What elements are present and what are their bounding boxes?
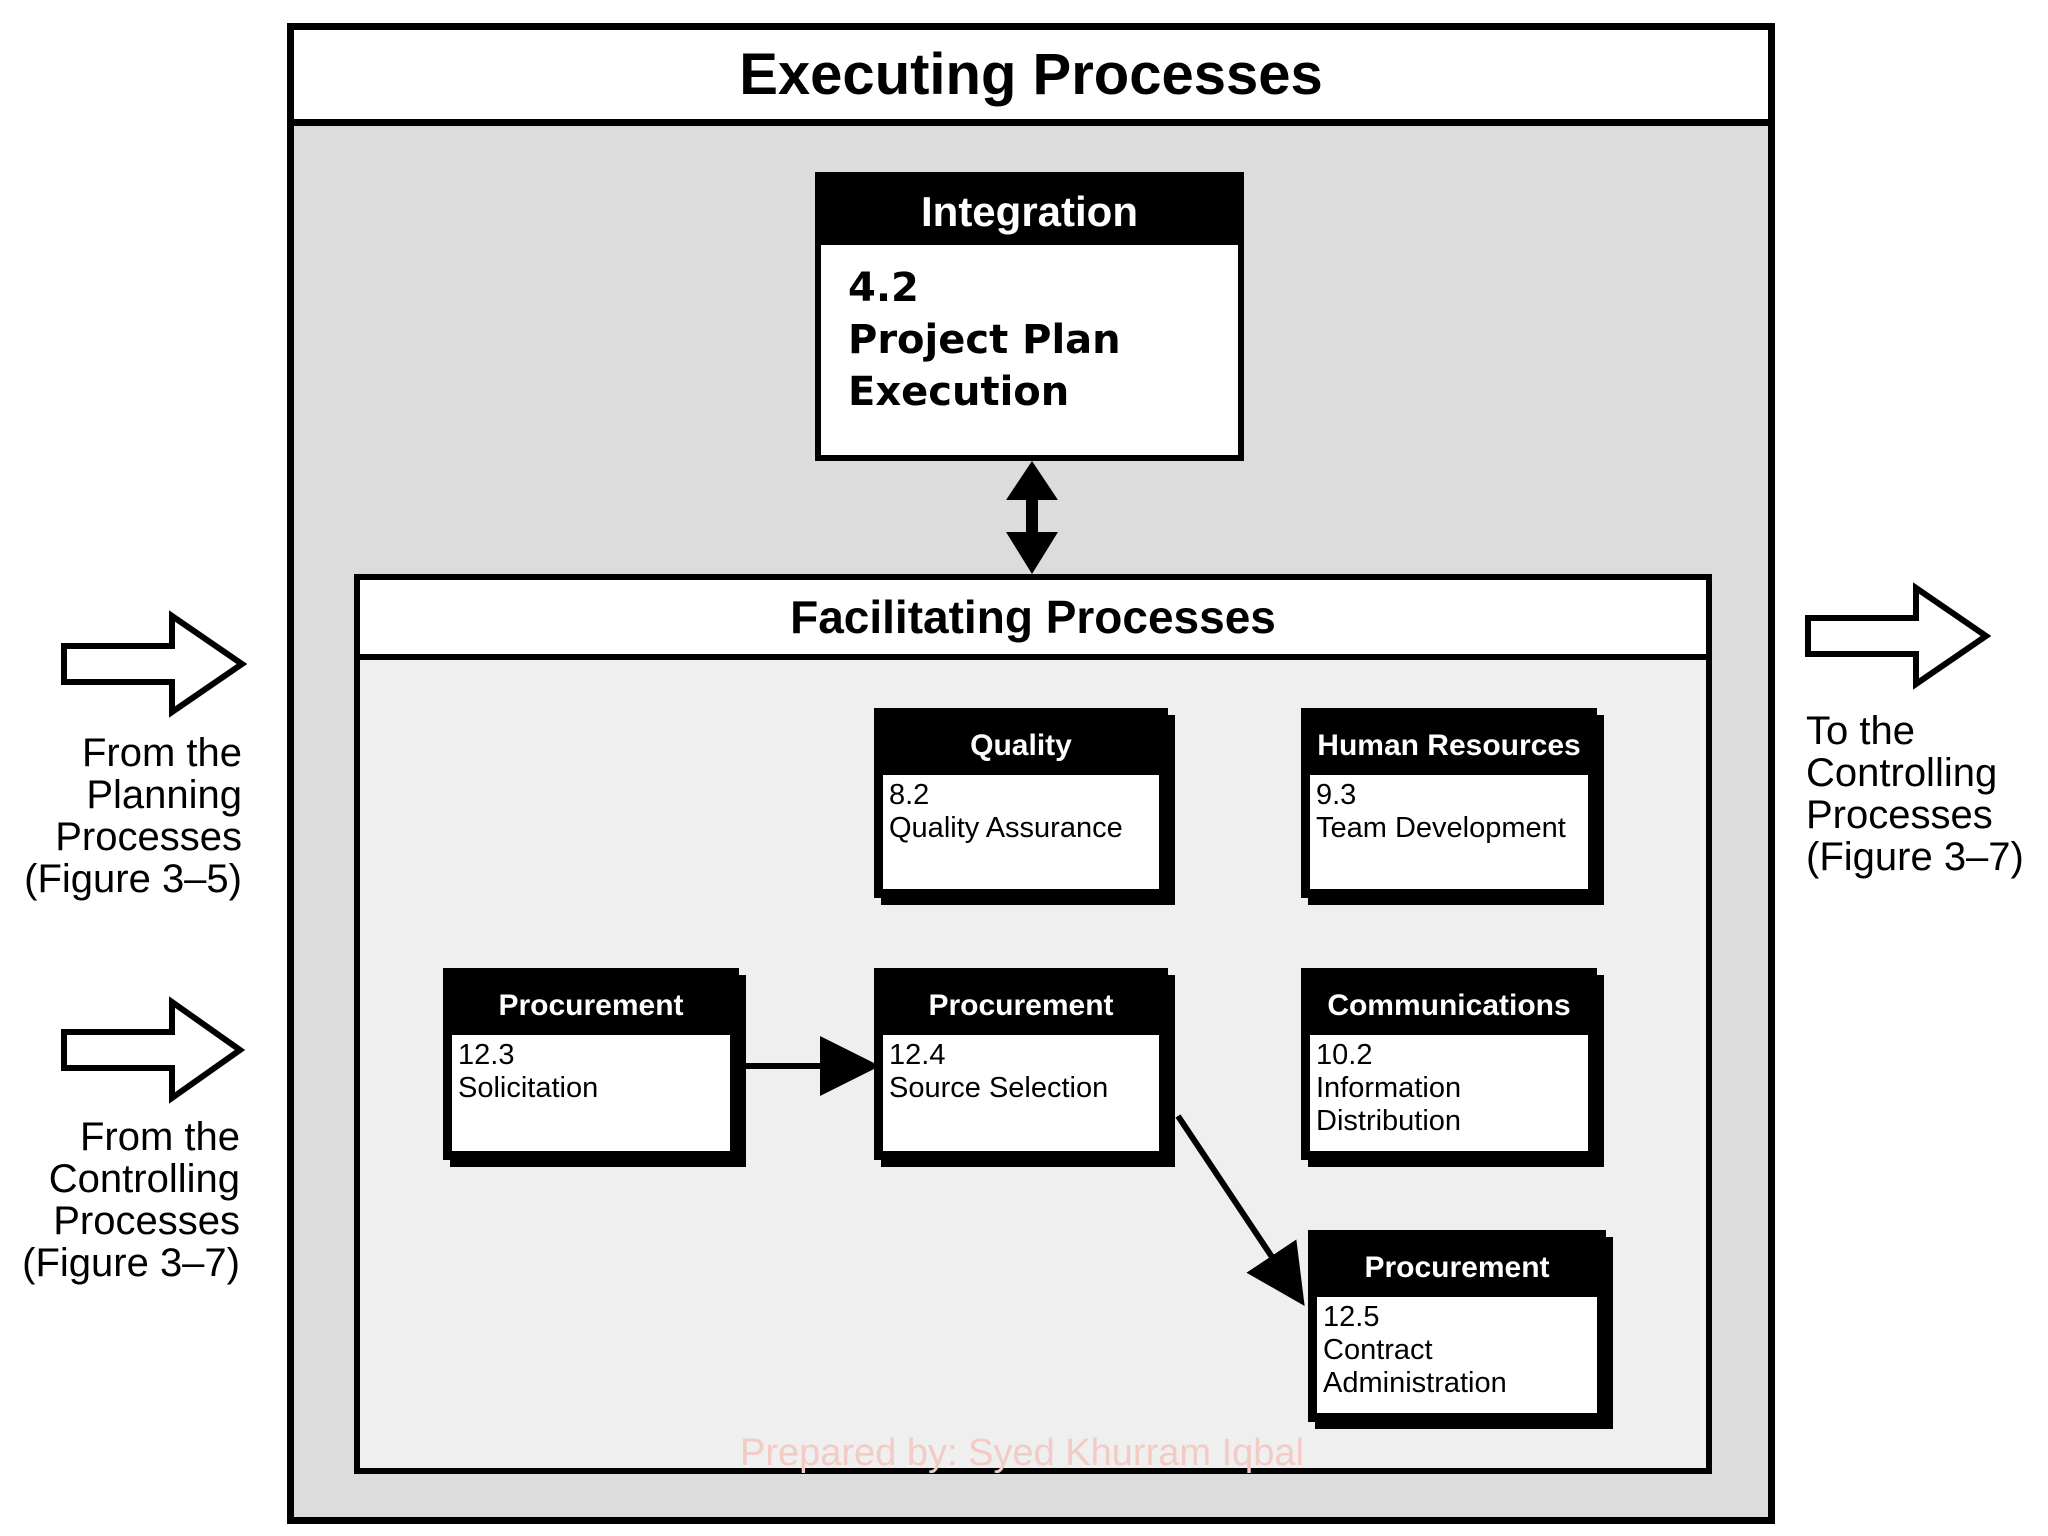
planning-input-arrow-icon xyxy=(61,610,248,718)
planning-label-line3: Processes xyxy=(55,815,242,859)
output-label-line1: To the xyxy=(1806,709,1915,753)
hr-name: Team Development xyxy=(1316,812,1566,844)
hr-body: 9.3 Team Development xyxy=(1316,779,1584,845)
controlling-input-line3: Processes xyxy=(53,1199,240,1243)
output-label-line4: (Figure 3–7) xyxy=(1806,835,2024,879)
contract-header: Procurement xyxy=(1317,1239,1597,1297)
comms-body: 10.2 Information Distribution xyxy=(1316,1039,1584,1138)
comms-name-line2: Distribution xyxy=(1316,1105,1462,1137)
quality-assurance-box: Quality 8.2 Quality Assurance xyxy=(874,708,1168,898)
quality-header: Quality xyxy=(883,717,1159,775)
controlling-input-line2: Controlling xyxy=(48,1157,240,1201)
facilitating-processes-title: Facilitating Processes xyxy=(360,580,1706,660)
information-distribution-box: Communications 10.2 Information Distribu… xyxy=(1301,968,1597,1160)
comms-header: Communications xyxy=(1310,977,1588,1035)
contract-number: 12.5 xyxy=(1323,1301,1380,1333)
contract-body: 12.5 Contract Administration xyxy=(1323,1301,1593,1400)
contract-administration-box: Procurement 12.5 Contract Administration xyxy=(1308,1230,1606,1422)
controlling-output-label: To the Controlling Processes (Figure 3–7… xyxy=(1806,710,2046,878)
watermark-text: Prepared by: Syed Khurram Iqbal xyxy=(740,1432,1304,1474)
source-name: Source Selection xyxy=(889,1072,1109,1104)
solicitation-number: 12.3 xyxy=(458,1039,515,1071)
integration-name-line2: Execution xyxy=(848,369,1070,415)
quality-body: 8.2 Quality Assurance xyxy=(889,779,1155,845)
solicitation-body: 12.3 Solicitation xyxy=(458,1039,726,1105)
integration-body: 4.2 Project Plan Execution xyxy=(848,262,1218,418)
solicitation-name: Solicitation xyxy=(458,1072,599,1104)
controlling-input-line1: From the xyxy=(79,1115,240,1159)
integration-number: 4.2 xyxy=(848,265,919,311)
executing-processes-title: Executing Processes xyxy=(294,30,1768,126)
source-number: 12.4 xyxy=(889,1039,946,1071)
source-body: 12.4 Source Selection xyxy=(889,1039,1155,1105)
output-label-line3: Processes xyxy=(1806,793,1993,837)
integration-header: Integration xyxy=(821,178,1238,245)
planning-label-line4: (Figure 3–5) xyxy=(24,857,242,901)
controlling-output-arrow-icon xyxy=(1805,582,1992,690)
planning-input-label: From the Planning Processes (Figure 3–5) xyxy=(10,732,242,900)
quality-name: Quality Assurance xyxy=(889,812,1123,844)
contract-name-line2: Administration xyxy=(1323,1367,1507,1399)
hr-number: 9.3 xyxy=(1316,779,1357,811)
comms-name-line1: Information xyxy=(1316,1072,1462,1104)
quality-number: 8.2 xyxy=(889,779,930,811)
planning-label-line1: From the xyxy=(81,731,242,775)
planning-label-line2: Planning xyxy=(86,773,242,817)
arrow-source-to-contract xyxy=(1175,1114,1305,1306)
controlling-input-arrow-icon xyxy=(61,996,246,1104)
controlling-input-line4: (Figure 3–7) xyxy=(22,1241,240,1285)
controlling-input-label: From the Controlling Processes (Figure 3… xyxy=(10,1116,240,1284)
double-arrow-icon xyxy=(1006,461,1058,574)
team-development-box: Human Resources 9.3 Team Development xyxy=(1301,708,1597,898)
output-label-line2: Controlling xyxy=(1806,751,1998,795)
hr-header: Human Resources xyxy=(1310,717,1588,775)
solicitation-header: Procurement xyxy=(452,977,730,1035)
source-selection-box: Procurement 12.4 Source Selection xyxy=(874,968,1168,1160)
integration-name-line1: Project Plan xyxy=(848,317,1121,363)
solicitation-box: Procurement 12.3 Solicitation xyxy=(443,968,739,1160)
comms-number: 10.2 xyxy=(1316,1039,1373,1071)
source-header: Procurement xyxy=(883,977,1159,1035)
contract-name-line1: Contract xyxy=(1323,1334,1433,1366)
